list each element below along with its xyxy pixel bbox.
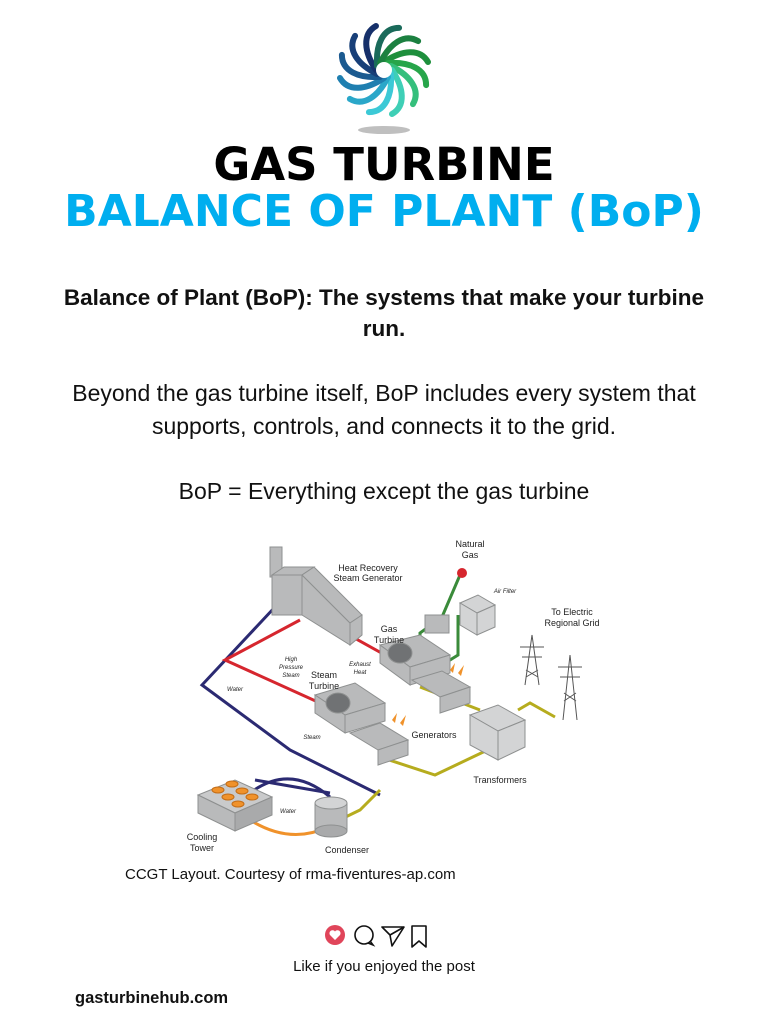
steam-turbine-block [313,682,410,766]
label-exhaust-2: Heat [354,670,367,676]
cooling-pipe-top [249,777,331,799]
label-generators: Generators [411,730,457,740]
comment-icon[interactable] [354,925,376,947]
label-cooling-1: Cooling [187,832,218,842]
electric-line-3 [517,701,556,719]
gas-valve-icon [457,568,467,578]
gas-filter-box [424,614,450,634]
intro-paragraph: Beyond the gas turbine itself, BoP inclu… [72,380,696,439]
social-actions [325,925,427,948]
label-hp-steam-3: Steam [282,673,299,679]
label-condenser: Condenser [325,845,369,855]
label-natural-gas-2: Gas [462,550,479,560]
label-steam-turbine-1: Steam [311,670,337,680]
label-grid-2: Regional Grid [544,618,599,628]
bookmark-icon[interactable] [411,925,427,948]
title-balance-of-plant: BALANCE OF PLANT (BoP) [64,186,704,237]
label-hrsg-2: Steam Generator [333,573,402,583]
label-gas-turbine-1: Gas [381,624,398,634]
subheading: Balance of Plant (BoP): The systems that… [63,285,705,341]
label-steam: Steam [303,735,320,741]
label-gas-turbine-2: Turbine [374,635,404,645]
pylon-icons [520,634,582,721]
label-exhaust-1: Exhaust [349,662,371,668]
logo-swirl-icon [337,23,431,134]
label-water-left: Water [227,687,244,693]
label-air-filter: Air Filter [493,589,517,595]
diagram-caption: CCGT Layout. Courtesy of rma-fiventures-… [125,866,456,883]
label-grid-1: To Electric [551,607,593,617]
label-hp-steam-1: High [285,657,298,663]
gas-turbine-block [378,634,472,714]
title-gas-turbine: GAS TURBINE [213,138,555,191]
like-prompt: Like if you enjoyed the post [293,958,475,975]
air-filter-block [458,594,497,636]
ccgt-layout-diagram: Natural Gas Heat Recovery Steam Generato… [187,539,600,855]
label-natural-gas-1: Natural [455,539,484,549]
water-pipe [199,605,381,797]
hrsg-block [269,546,363,647]
electric-line-2 [379,743,499,777]
label-steam-turbine-2: Turbine [309,681,339,691]
bop-definition: BoP = Everything except the gas turbine [178,478,590,504]
label-cooling-2: Tower [190,843,214,853]
transformers-block [468,704,527,761]
label-hp-steam-2: Pressure [279,665,304,671]
label-hrsg-1: Heat Recovery [338,563,398,573]
website-link[interactable]: gasturbinehub.com [75,989,229,1007]
condenser-block [314,796,348,838]
cooling-tower-block [196,779,274,832]
share-icon[interactable] [381,926,405,947]
heart-icon[interactable] [325,925,345,945]
label-transformers: Transformers [473,775,527,785]
label-water-bottom: Water [280,809,297,815]
